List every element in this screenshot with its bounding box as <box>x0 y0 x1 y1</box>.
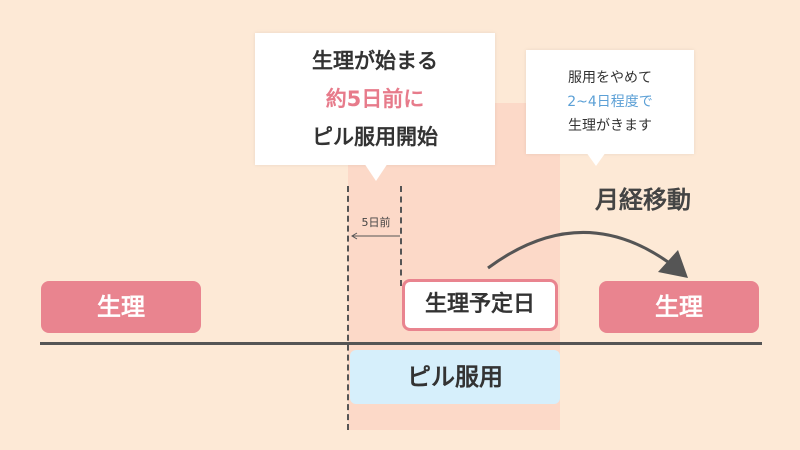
pill-intake-box: ピル服用 <box>350 350 560 404</box>
callout-line: ピル服用開始 <box>312 125 438 149</box>
period-box-shifted: 生理 <box>599 281 759 333</box>
start-pill-callout: 生理が始まる 約5日前に ピル服用開始 <box>255 33 495 165</box>
five-days-arrow-icon <box>351 232 400 240</box>
callout-line-highlight: 2~4日程度で <box>567 94 653 110</box>
pill-start-dashed-line <box>347 186 349 430</box>
callout-line: 生理が始まる <box>312 49 438 73</box>
expected-date-dashed-line <box>400 186 402 286</box>
period-shift-label: 月経移動 <box>595 186 691 214</box>
callout-tail-icon <box>364 163 388 181</box>
period-box-original: 生理 <box>41 281 201 333</box>
timeline-axis <box>40 342 762 345</box>
expected-period-box: 生理予定日 <box>402 279 558 331</box>
callout-tail-icon <box>586 152 606 166</box>
stop-pill-callout: 服用をやめて 2~4日程度で 生理がきます <box>526 50 694 154</box>
five-days-label: 5日前 <box>361 216 391 229</box>
shift-curved-arrow-icon <box>487 230 688 278</box>
callout-line-highlight: 約5日前に <box>325 87 425 111</box>
callout-line: 生理がきます <box>568 118 652 134</box>
callout-line: 服用をやめて <box>568 70 652 86</box>
